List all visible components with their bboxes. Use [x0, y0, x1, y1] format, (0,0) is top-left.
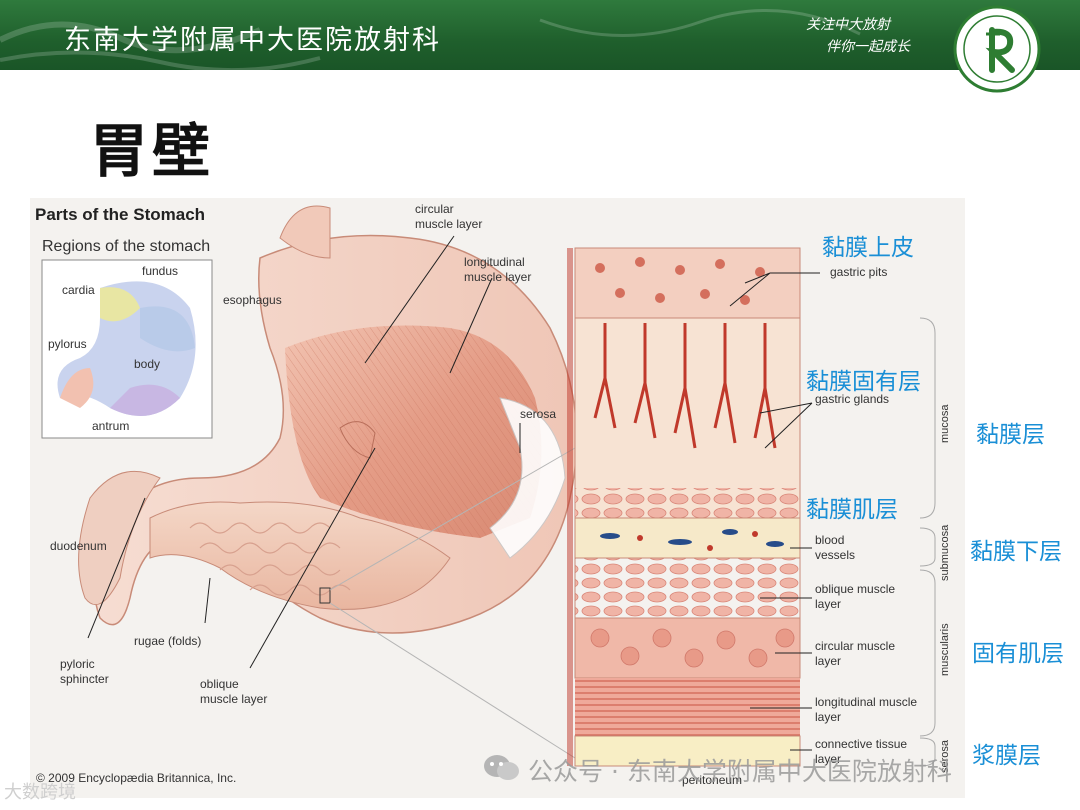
inset-label-pylorus: pylorus: [48, 337, 87, 351]
inset-label-body: body: [134, 357, 160, 371]
annotation-serosa-layer: 浆膜层: [972, 743, 1041, 769]
copyright: © 2009 Encyclopædia Britannica, Inc.: [36, 771, 236, 785]
label-gastric-glands: gastric glands: [815, 392, 889, 406]
side-label-mucosa: mucosa: [939, 404, 951, 443]
label-esophagus: esophagus: [223, 293, 282, 307]
annotation-muscularis-propria: 固有肌层: [972, 641, 1064, 667]
annotation-lamina-propria: 黏膜固有层: [806, 369, 921, 395]
inset-label-antrum: antrum: [92, 419, 129, 433]
annotation-muscularis-mucosae: 黏膜肌层: [806, 497, 898, 523]
section-leaders: [729, 272, 820, 751]
annotation-submucosa: 黏膜下层: [970, 539, 1062, 565]
label-duodenum: duodenum: [50, 539, 107, 553]
side-label-muscularis: muscularis: [939, 623, 951, 676]
label-serosa: serosa: [520, 407, 556, 421]
corner-watermark: 大数跨境: [4, 782, 76, 803]
hospital-logo: R: [952, 4, 1041, 93]
annotation-mucosa-layer: 黏膜层: [976, 422, 1045, 448]
slogan-line-1: 关注中大放射: [806, 17, 890, 33]
inset-label-cardia: cardia: [62, 283, 95, 297]
label-peritoneum: peritoneum: [682, 773, 742, 787]
side-label-serosa: serosa: [939, 739, 951, 773]
page-title: 胃壁: [90, 117, 215, 185]
regions-inset: fundus cardia pylorus body antrum: [41, 259, 213, 439]
stomach-diagram: Parts of the Stomach Regions of the stom…: [30, 198, 965, 798]
side-label-submucosa: submucosa: [939, 524, 951, 581]
watermark-text: 公众号 · 东南大学附属中大医院放射科: [528, 757, 952, 786]
slogan: 关注中大放射 伴你一起成长: [806, 14, 910, 58]
wall-cross-section: [567, 247, 801, 767]
hospital-name: 东南大学附属中大医院放射科: [64, 25, 441, 56]
inset-label-fundus: fundus: [142, 264, 178, 278]
slogan-line-2: 伴你一起成长: [826, 39, 910, 55]
inset-title: Regions of the stomach: [42, 238, 210, 255]
figure-title: Parts of the Stomach: [35, 205, 205, 224]
label-gastric-pits: gastric pits: [830, 265, 887, 279]
wechat-icon: [484, 755, 519, 780]
logo-letter: R: [952, 4, 953, 5]
header-banner: 东南大学附属中大医院放射科 关注中大放射 伴你一起成长: [0, 0, 1080, 70]
label-rugae: rugae (folds): [134, 634, 201, 648]
layer-brackets: [919, 317, 936, 767]
stomach-labels: [87, 235, 521, 669]
banner-texture: [0, 8, 861, 70]
annotation-mucosa-epithelium: 黏膜上皮: [822, 235, 914, 261]
stomach-illustration: [78, 205, 578, 759]
